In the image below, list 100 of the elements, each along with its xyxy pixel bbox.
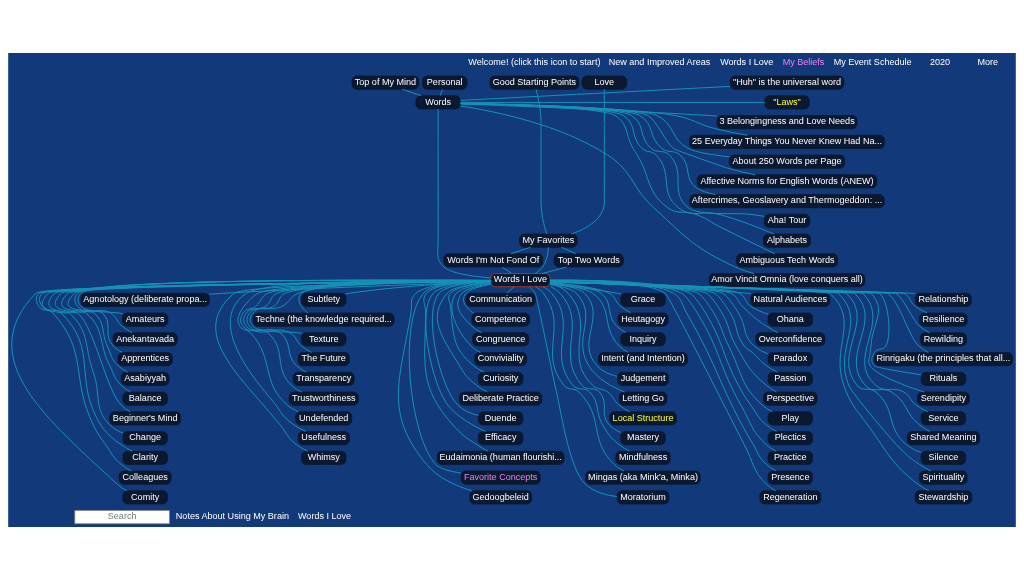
connector: [215, 280, 492, 452]
node-box: Relationship: [915, 292, 972, 307]
connector: [459, 105, 755, 274]
node-box: Favorite Concepts: [460, 470, 541, 485]
connector: [541, 266, 568, 274]
node-box: Perspective: [763, 391, 818, 406]
label: Words I Love: [297, 511, 352, 522]
connector: [237, 280, 492, 413]
connector: [431, 281, 492, 416]
node-box: Serendipity: [917, 391, 970, 406]
connector: [401, 88, 422, 97]
node-box: 25 Everyday Things You Never Knew Had Na...: [689, 134, 885, 149]
node-box: Love: [581, 75, 627, 90]
connector: [535, 88, 547, 235]
label: Notes About Using My Brain: [175, 511, 289, 522]
connector: [437, 108, 491, 279]
connector: [549, 281, 925, 393]
node-box: Stewardship: [914, 490, 973, 505]
node-box: Beginner's Mind: [109, 411, 181, 426]
node-box: 3 Belongingness and Love Needs: [716, 115, 858, 130]
connector: [460, 103, 730, 158]
node-box: Plectics: [767, 431, 813, 446]
connector: [460, 102, 765, 217]
connector: [549, 282, 631, 413]
node-box: Affective Norms for English Words (ANEW): [696, 174, 878, 189]
connector: [506, 286, 515, 294]
node-box: Amateurs: [122, 312, 169, 327]
label: Words I Love: [720, 57, 774, 68]
node-box: Undefended: [295, 411, 353, 426]
node-box: Silence: [920, 450, 966, 465]
node-box: Asabiyyah: [120, 371, 170, 386]
node-box: Aftercrimes, Geoslavery and Thermogeddon: ...: [689, 194, 885, 209]
node-box: Regeneration: [759, 490, 822, 505]
node-box: Top of My Mind: [351, 75, 420, 90]
node-box: Top Two Words: [553, 253, 624, 268]
node-box: Words I'm Not Fond Of: [443, 253, 544, 268]
connector: [229, 279, 492, 432]
connector: [246, 280, 492, 353]
node-box: Overconfidence: [755, 332, 826, 347]
node-box: Anekantavada: [112, 332, 178, 347]
node-box: Mindfulness: [615, 450, 671, 465]
node-box: Agnotology (deliberate propa...: [80, 292, 210, 307]
node-box: Duende: [478, 411, 524, 426]
node-box: Efficacy: [478, 431, 524, 446]
node-box: Grace: [620, 292, 666, 307]
node-box: About 250 Words per Page: [729, 154, 846, 169]
node-box: Comity: [122, 490, 168, 505]
connector: [460, 103, 748, 136]
node-box: Moratorium: [616, 490, 670, 505]
node-box: Personal: [422, 75, 468, 90]
connector: [549, 281, 778, 393]
connector: [462, 283, 491, 314]
connector: [436, 281, 492, 393]
node-box: Competence: [471, 312, 530, 327]
connector: [240, 280, 492, 393]
node-box: My Favorites: [519, 233, 578, 248]
node-box: Resilience: [919, 312, 968, 327]
node-box: Trustworthiness: [288, 391, 359, 406]
node-box: Apprentices: [117, 352, 173, 367]
label: My Event Schedule: [833, 57, 912, 68]
node-box: Presence: [767, 470, 813, 485]
node-box: Gedoogbeleid: [469, 490, 532, 505]
connector: [408, 280, 492, 474]
node-box: Ambiguous Tech Words: [736, 253, 839, 268]
node-box: Deliberate Practice: [459, 391, 543, 406]
label: New and Improved Areas: [608, 57, 711, 68]
node-box: Play: [767, 411, 813, 426]
node-box: Inquiry: [620, 332, 666, 347]
node-box: Ohana: [767, 312, 813, 327]
connector: [510, 246, 532, 255]
node-box: Letting Go: [618, 391, 668, 406]
node-box: Judgement: [617, 371, 669, 386]
connector: [460, 103, 718, 117]
node-box: Texture: [301, 332, 347, 347]
connector: [61, 280, 492, 373]
connector: [397, 280, 492, 492]
connector: [460, 101, 766, 103]
connector: [549, 286, 622, 433]
connector: [74, 279, 492, 334]
node-box: Communication: [465, 292, 536, 307]
connector: [570, 88, 605, 235]
node-box: Colleagues: [118, 470, 172, 485]
node-box: Passion: [767, 371, 813, 386]
node-box: Clarity: [122, 450, 168, 465]
connector: [529, 286, 618, 498]
connector: [535, 286, 625, 472]
node-box: Mastery: [620, 431, 666, 446]
connector: [459, 85, 731, 101]
node-box: Amor Vincit Omnia (love conquers all): [708, 273, 866, 288]
label: My Beliefs: [782, 57, 825, 68]
node-box: "Laws": [764, 95, 810, 110]
connector: [448, 281, 492, 373]
node-box: Local Structure: [609, 411, 677, 426]
connector: [501, 266, 512, 274]
node-box: Rewilding: [919, 332, 967, 347]
node-box: Usefulness: [297, 431, 350, 446]
node-box: Words: [415, 95, 461, 110]
node-box: Aha! Tour: [764, 213, 811, 228]
node-box: Congruence: [472, 332, 530, 347]
node-box: Transparency: [292, 371, 355, 386]
